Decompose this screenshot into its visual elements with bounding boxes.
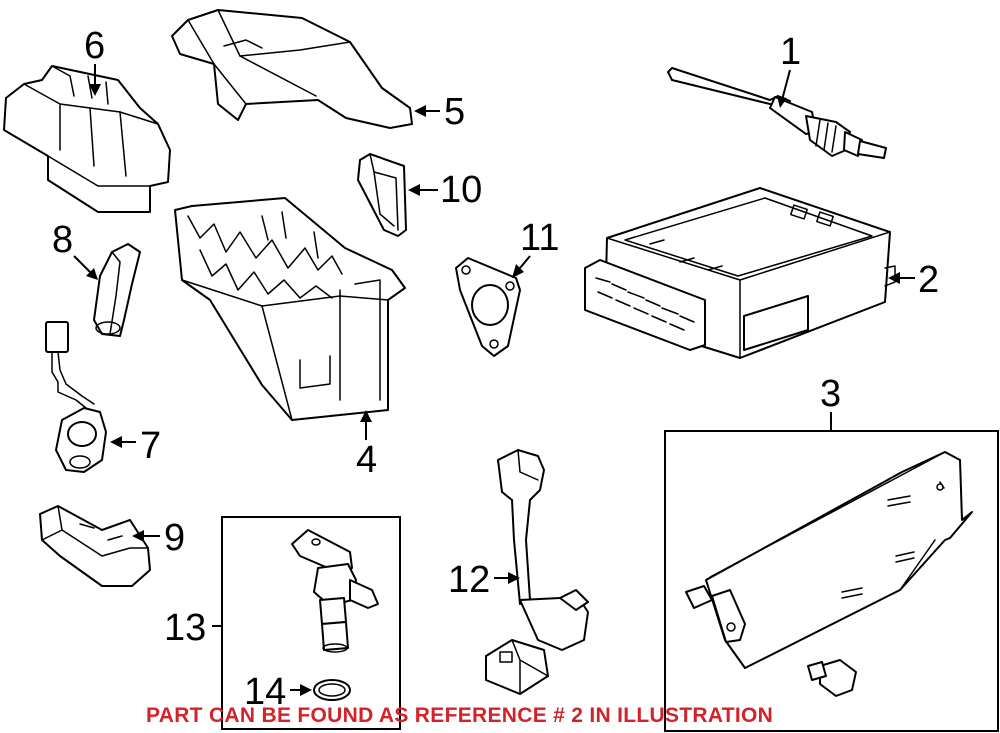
part-12-sensor [485, 449, 589, 695]
part-13-speed-sensor [291, 529, 379, 653]
callout-9: 9 [132, 517, 185, 559]
callout-3-label: 3 [820, 373, 841, 415]
part-13-inset-box [221, 516, 401, 730]
part-1-glow-plug [667, 67, 887, 159]
part-4-relay-box-tray [174, 197, 406, 421]
callout-5: 5 [414, 91, 465, 133]
callout-14: 14 [244, 671, 312, 713]
callout-10: 10 [408, 169, 482, 211]
reference-notice: PART CAN BE FOUND AS REFERENCE # 2 IN IL… [146, 704, 773, 727]
callout-8-label: 8 [52, 219, 73, 261]
part-8-duct [93, 243, 141, 337]
callout-1-label: 1 [780, 31, 801, 73]
callout-11-label: 11 [520, 217, 559, 259]
callout-11: 11 [512, 217, 559, 278]
callout-13: 13 [164, 607, 222, 649]
part-10-bracket [357, 153, 407, 237]
part-7-sensor-harness [45, 321, 107, 473]
callout-12-label: 12 [448, 559, 490, 601]
callout-1: 1 [777, 31, 801, 108]
callout-8: 8 [52, 219, 98, 280]
part-9-bracket [39, 505, 151, 587]
callout-9-label: 9 [164, 517, 185, 559]
part-3-bracket [685, 451, 973, 697]
callout-2-label: 2 [918, 259, 939, 301]
callout-7-label: 7 [140, 425, 161, 467]
callout-6-label: 6 [84, 25, 105, 67]
callout-7: 7 [110, 425, 161, 467]
part-2-control-module [584, 187, 896, 359]
callout-6: 6 [84, 25, 105, 96]
callout-4: 4 [356, 410, 377, 481]
callout-5-label: 5 [444, 91, 465, 133]
callout-13-label: 13 [164, 607, 206, 649]
part-6-relay-bracket [3, 65, 171, 213]
part-5-cover [171, 9, 413, 129]
callout-14-label: 14 [244, 671, 286, 713]
part-14-o-ring [313, 679, 351, 701]
part-11-gasket [455, 257, 521, 357]
callout-2: 2 [888, 259, 939, 301]
callout-3: 3 [820, 373, 841, 431]
callout-10-label: 10 [440, 169, 482, 211]
callout-12: 12 [448, 559, 520, 601]
callout-4-label: 4 [356, 439, 377, 481]
